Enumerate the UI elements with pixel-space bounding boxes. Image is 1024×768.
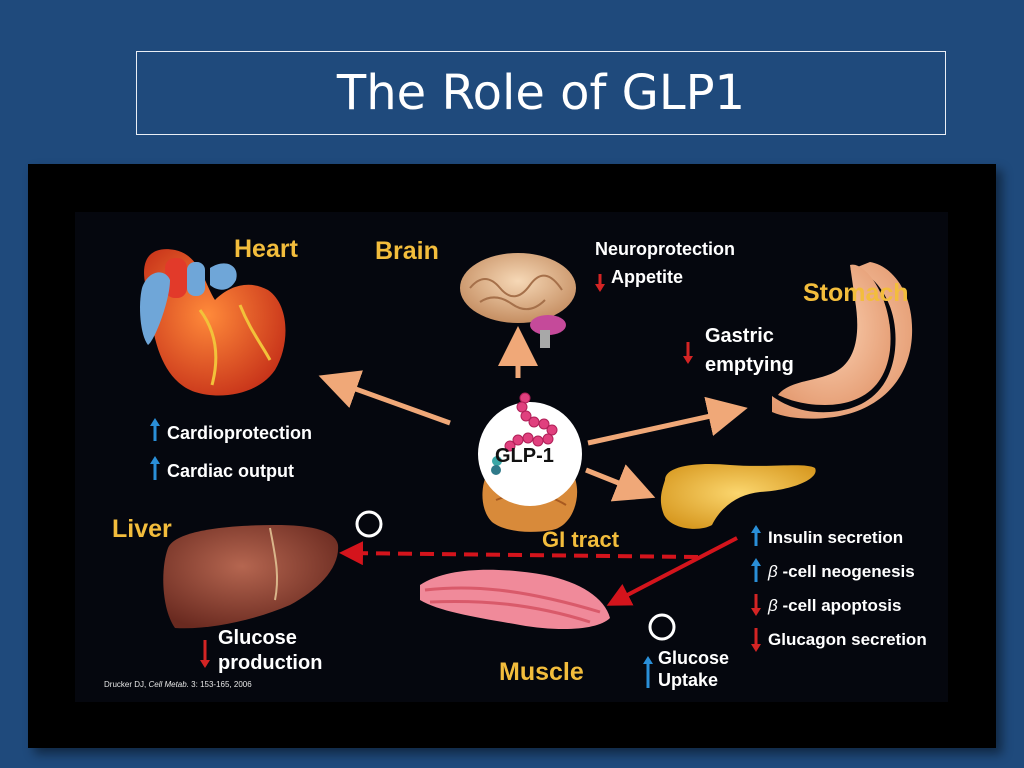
slide-title-box: The Role of GLP1 — [136, 51, 946, 135]
effect-gastric: Gastric — [705, 325, 774, 347]
effect-glucagon-secretion: Glucagon secretion — [768, 630, 927, 649]
effect-production: production — [218, 652, 323, 674]
stimulation-circle — [648, 613, 676, 641]
label-stomach: Stomach — [803, 279, 909, 307]
stomach-illustration — [772, 262, 913, 419]
arrow-to-muscle — [606, 536, 738, 606]
label-gi-tract: GI tract — [542, 527, 620, 552]
brain-illustration — [460, 253, 576, 348]
liver-illustration — [163, 525, 339, 629]
apoptosis-text: -cell apoptosis — [782, 596, 902, 615]
label-heart: Heart — [234, 235, 298, 263]
neogenesis-text: -cell neogenesis — [782, 562, 915, 581]
effect-emptying: emptying — [705, 354, 794, 376]
citation-author: Drucker DJ, — [104, 680, 147, 689]
effect-cardiac-output: Cardiac output — [167, 461, 295, 481]
effect-glucose-liver: Glucose — [218, 627, 297, 649]
effect-neuroprotection: Neuroprotection — [595, 239, 736, 259]
arrows — [318, 326, 748, 606]
slide-title: The Role of GLP1 — [336, 65, 746, 121]
citation-journal: Cell Metab. — [148, 680, 189, 689]
arrow-to-pancreas — [585, 464, 656, 502]
inhibition-circle — [355, 510, 383, 538]
beta-symbol: β — [768, 596, 778, 615]
muscle-illustration — [420, 569, 610, 630]
effect-cardioprotection: Cardioprotection — [167, 423, 313, 443]
effect-uptake: Uptake — [658, 670, 719, 690]
citation: Drucker DJ, Cell Metab. 3: 153-165, 2006 — [104, 680, 252, 689]
arrow-to-stomach — [587, 396, 748, 446]
effect-beta-neogenesis: β -cell neogenesis — [768, 562, 915, 582]
label-liver: Liver — [112, 515, 172, 543]
effect-glucose-muscle: Glucose — [658, 648, 730, 668]
label-brain: Brain — [375, 237, 439, 265]
effect-insulin-secretion: Insulin secretion — [768, 528, 904, 547]
change-indicators — [150, 274, 761, 688]
effect-appetite: Appetite — [611, 267, 683, 287]
glp1-center — [478, 392, 582, 506]
label-glp1: GLP-1 — [495, 445, 554, 467]
arrow-to-heart — [318, 370, 451, 426]
effect-beta-apoptosis: β -cell apoptosis — [768, 596, 901, 616]
pancreas-illustration — [660, 463, 816, 529]
arrow-to-liver — [339, 541, 699, 566]
citation-ref: 3: 153-165, 2006 — [191, 680, 252, 689]
label-muscle: Muscle — [499, 658, 584, 686]
heart-illustration — [140, 249, 286, 396]
beta-symbol: β — [768, 562, 778, 581]
